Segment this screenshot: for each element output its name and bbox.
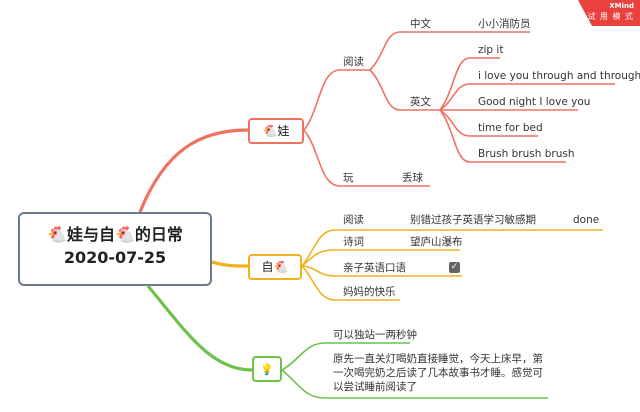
connector-zi-parent-english <box>301 265 462 277</box>
connector-english-b5 <box>439 109 566 163</box>
central-date: 2020-07-25 <box>63 248 167 267</box>
zi-parent-english[interactable]: 亲子英语口语 <box>343 262 406 274</box>
connector-idea-note1 <box>281 342 410 371</box>
wa-chinese-book[interactable]: 小小消防员 <box>478 18 531 30</box>
wa-chinese[interactable]: 中文 <box>410 18 431 30</box>
wa-reading[interactable]: 阅读 <box>343 56 364 68</box>
brand-name: XMind <box>609 2 634 10</box>
zi-joy[interactable]: 妈妈的快乐 <box>343 286 396 298</box>
connector-central-wa <box>138 128 249 213</box>
topic-wa[interactable]: 🐔娃 <box>248 118 304 144</box>
idea-note-2[interactable]: 原先一直关灯喝奶直接睡觉，今天上床早，第一次喝完奶之后读了几本故事书才睡。感觉可… <box>333 353 543 393</box>
wa-english-book-4[interactable]: time for bed <box>478 122 543 134</box>
connector-zi-poem <box>301 249 460 267</box>
zi-reading[interactable]: 阅读 <box>343 214 364 226</box>
central-title: 🐔娃与自🐔的日常 <box>47 225 183 244</box>
connector-reading-english <box>369 69 440 111</box>
wa-english-book-5[interactable]: Brush brush brush <box>478 148 575 160</box>
wa-english-book-2[interactable]: i love you through and through <box>478 70 640 82</box>
trial-mode-label: 试 用 模 式 <box>587 12 634 21</box>
wa-english-book-3[interactable]: Good night I love you <box>478 96 591 108</box>
connector-central-zi <box>211 260 249 268</box>
idea-note-1[interactable]: 可以独站一两秒钟 <box>333 329 417 341</box>
checkbox-checked-icon[interactable]: ✓ <box>449 262 460 273</box>
topic-zi[interactable]: 自🐔 <box>248 254 302 280</box>
zi-poem[interactable]: 诗词 <box>343 236 364 248</box>
zi-poem-item[interactable]: 望庐山瀑布 <box>410 236 463 248</box>
wa-play[interactable]: 玩 <box>343 172 354 184</box>
wa-play-item[interactable]: 丢球 <box>402 172 423 184</box>
connector-english-b4 <box>439 109 538 137</box>
central-topic[interactable]: 🐔娃与自🐔的日常 2020-07-25 <box>18 212 212 286</box>
topic-idea[interactable]: 💡 <box>252 356 282 382</box>
connector-english-b2 <box>439 83 615 111</box>
connector-wa-play <box>303 129 430 187</box>
connector-idea-note2 <box>281 369 548 399</box>
topic-wa-label: 🐔娃 <box>262 124 290 138</box>
connector-zi-reading <box>301 229 603 267</box>
zi-reading-status[interactable]: done <box>573 214 600 226</box>
lightbulb-icon: 💡 <box>260 363 274 376</box>
connector-reading-chinese <box>369 31 440 71</box>
connector-central-idea <box>146 284 253 372</box>
zi-reading-book[interactable]: 别错过孩子英语学习敏感期 <box>410 214 536 226</box>
connector-english-b1 <box>439 57 500 111</box>
topic-zi-label: 自🐔 <box>261 260 289 274</box>
connector-zi-joy <box>301 265 400 301</box>
wa-english-book-1[interactable]: zip it <box>478 44 504 56</box>
wa-english[interactable]: 英文 <box>410 96 431 108</box>
connector-wa-reading <box>303 69 370 131</box>
